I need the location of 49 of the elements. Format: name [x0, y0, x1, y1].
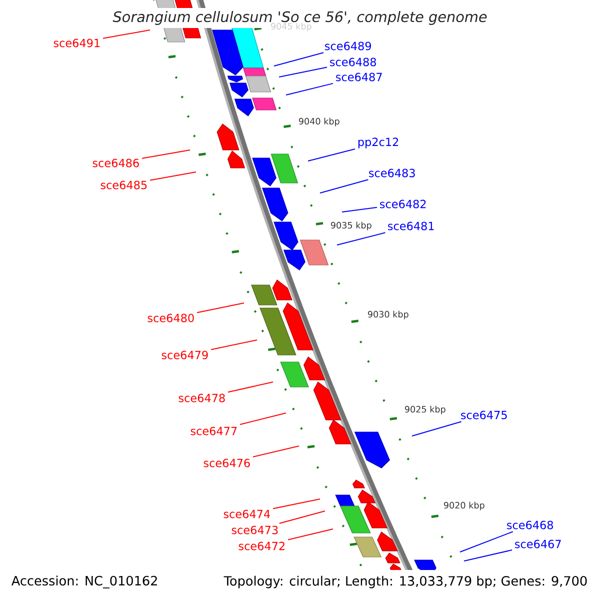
leader-line — [210, 340, 258, 350]
leader-line — [286, 82, 334, 96]
gene-label: sce6486 — [92, 158, 139, 168]
gene-label: sce6472 — [238, 542, 284, 550]
gene-label: sce6479 — [162, 350, 208, 360]
leader-line — [342, 206, 378, 212]
leader-line — [240, 412, 286, 425]
gene-label: sce6481 — [388, 222, 434, 230]
footer-text: Accession: NC_010162 — [12, 576, 157, 588]
gene-label: sce6491 — [54, 38, 100, 48]
leader-line — [278, 510, 326, 524]
scale-label: 9030 kbp — [368, 310, 408, 320]
gene-label: sce6488 — [330, 58, 376, 66]
leader-line — [252, 446, 300, 458]
gene-label: sce6476 — [204, 458, 250, 468]
gene-label: sce6487 — [336, 72, 382, 82]
gene-label: sce6480 — [148, 314, 194, 322]
gene-label: sce6475 — [461, 410, 507, 420]
gene-label: sce6477 — [190, 426, 237, 436]
leader-line — [308, 148, 356, 162]
leader-line — [464, 550, 512, 562]
leader-line — [142, 150, 190, 159]
footer-text: Topology: circular; Length: 13,033,779 bp; Genes: 9,700 — [224, 576, 587, 588]
gene-label: sce6482 — [380, 200, 426, 208]
leader-line — [272, 498, 320, 510]
leader-line — [288, 528, 334, 540]
leader-line — [336, 232, 386, 246]
leader-line — [274, 52, 324, 66]
leader-line — [228, 382, 274, 393]
gene-label: sce6485 — [100, 180, 147, 190]
leader-line — [150, 172, 196, 181]
scale-label: 9040 kbp — [298, 118, 340, 126]
gene-label: sce6474 — [224, 510, 270, 518]
leader-line — [460, 531, 514, 552]
scale-label: 9025 kbp — [404, 406, 446, 414]
gene-label: sce6473 — [232, 526, 278, 534]
gene-label: sce6483 — [369, 168, 415, 178]
scale-label: 9020 kbp — [444, 502, 484, 510]
leader-line — [196, 302, 244, 314]
gene-label: sce6468 — [507, 520, 554, 530]
scale-label: 9035 kbp — [330, 222, 372, 230]
gene-label: sce6489 — [325, 42, 371, 50]
leader-line — [102, 30, 150, 39]
gene-label: sce6478 — [178, 394, 225, 402]
leader-line — [320, 179, 369, 194]
leader-line — [412, 421, 462, 436]
gene-label: sce6467 — [515, 540, 561, 548]
gene-label: pp2c12 — [358, 138, 398, 148]
leader-line — [278, 66, 328, 78]
